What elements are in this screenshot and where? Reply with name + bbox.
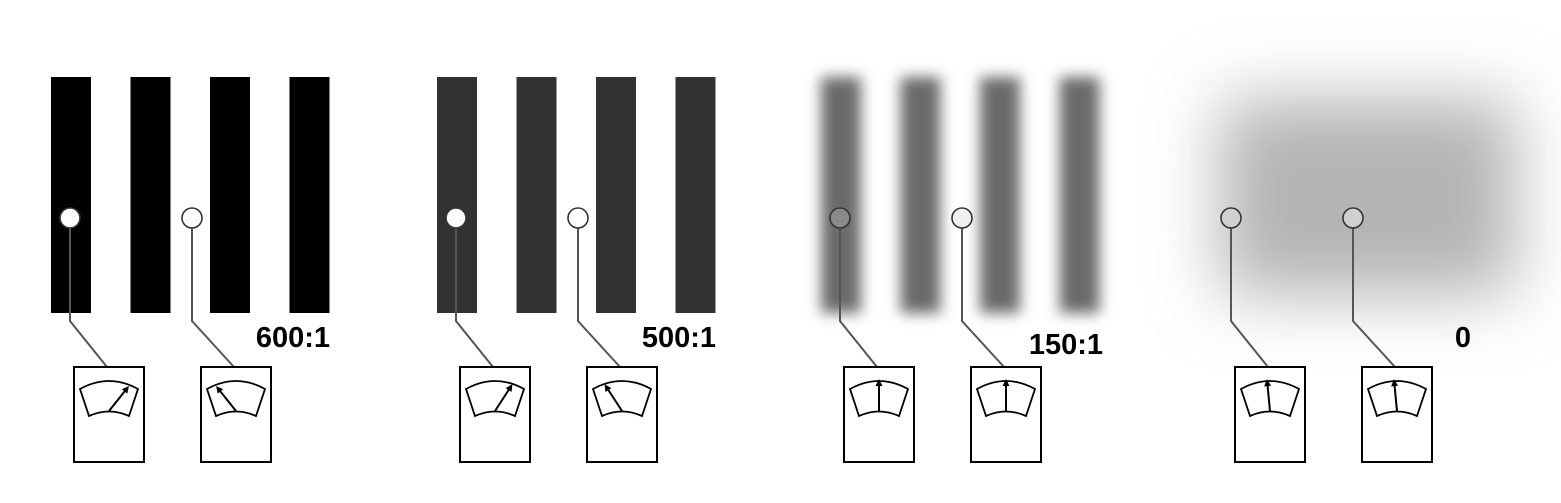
panel-2: 500:1 — [437, 77, 716, 463]
meter-needle-head — [216, 385, 224, 394]
probe-left — [829, 207, 878, 368]
panel-4: 0 — [1220, 99, 1516, 463]
probe-sensor — [445, 207, 467, 229]
probe-wire — [1352, 228, 1396, 368]
meter-needle-head — [1391, 379, 1399, 387]
meter-needle — [1393, 383, 1398, 412]
bar — [210, 77, 250, 313]
meter-right-icon — [586, 366, 658, 463]
meter-needle-head — [505, 384, 513, 392]
probe-sensor — [829, 207, 851, 229]
contrast-ratio-label: 600:1 — [256, 322, 330, 354]
probe-right — [951, 207, 1005, 368]
probe-sensor — [59, 207, 81, 229]
meter-left-icon — [459, 366, 531, 463]
meter-needle — [605, 386, 623, 412]
meter-needle — [217, 388, 237, 412]
probe-sensor — [181, 207, 203, 229]
meter-right-icon — [1361, 366, 1433, 463]
probe-wire — [1230, 228, 1269, 368]
meter-needle-head — [1002, 379, 1010, 386]
bar — [516, 77, 557, 313]
probe-left — [1220, 207, 1269, 368]
meter-dial — [1366, 380, 1428, 418]
probe-wire — [191, 228, 235, 368]
probe-left — [445, 207, 494, 368]
meter-needle — [108, 388, 128, 412]
bar — [675, 77, 716, 313]
probe-wire — [577, 228, 621, 368]
probe-left — [59, 207, 108, 368]
meter-needle-head — [121, 385, 129, 394]
meter-left-icon — [1234, 366, 1306, 463]
gray-field — [1220, 99, 1516, 295]
bar — [289, 77, 330, 313]
probe-right — [567, 207, 621, 368]
probe-wire — [961, 228, 1005, 368]
bar — [1059, 77, 1100, 313]
probe-sensor — [1342, 207, 1364, 229]
probe-sensor — [1220, 207, 1242, 229]
meter-needle-head — [1264, 379, 1272, 387]
probe-wire — [455, 228, 494, 368]
meter-needle — [1266, 383, 1271, 412]
panel-3: 150:1 — [821, 77, 1103, 463]
bar-pattern — [437, 77, 716, 313]
bar — [900, 77, 941, 313]
meter-needle — [494, 386, 512, 412]
meter-needle-head — [604, 384, 612, 392]
probe-right — [181, 207, 235, 368]
meter-right-icon — [970, 366, 1042, 463]
probe-sensor — [567, 207, 589, 229]
meter-right-icon — [200, 366, 272, 463]
bar — [130, 77, 171, 313]
bar — [596, 77, 636, 313]
blurred-field — [1220, 99, 1516, 295]
meter-needle-head — [875, 379, 883, 386]
contrast-ratio-label: 150:1 — [1029, 329, 1103, 361]
panel-1: 600:1 — [51, 77, 330, 463]
probe-right — [1342, 207, 1396, 368]
bar — [980, 77, 1020, 313]
meter-box — [586, 366, 658, 463]
probe-wire — [839, 228, 878, 368]
meter-left-icon — [73, 366, 145, 463]
contrast-ratio-label: 0 — [1455, 322, 1471, 354]
contrast-ratio-label: 500:1 — [642, 322, 716, 354]
meter-dial — [1239, 380, 1301, 418]
probe-wire — [69, 228, 108, 368]
meter-left-icon — [843, 366, 915, 463]
probe-sensor — [951, 207, 973, 229]
bar-pattern — [821, 77, 1100, 313]
bar-pattern — [51, 77, 330, 313]
